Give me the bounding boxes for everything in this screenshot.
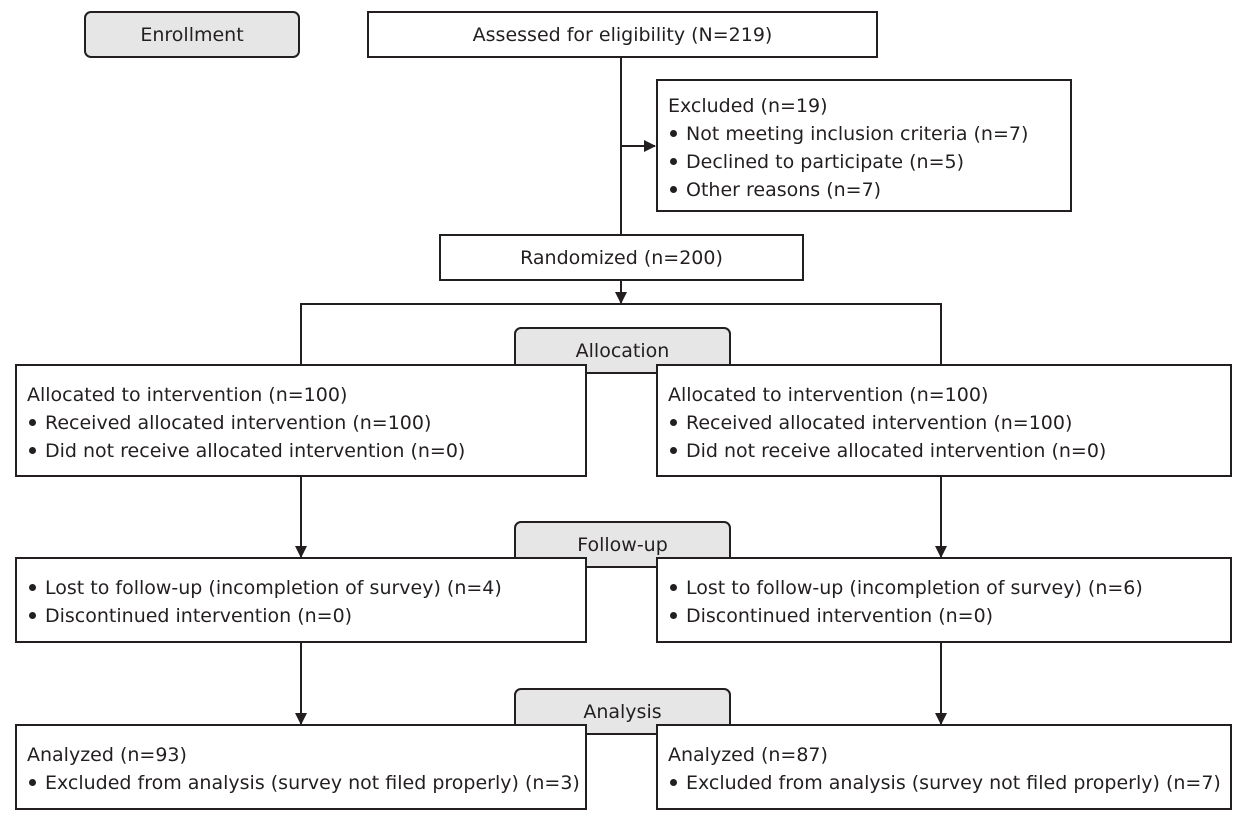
right-allocation-item-text: Received allocated intervention (n=100) [686,412,1073,434]
excluded-item: Other reasons (n=7) [668,176,1060,204]
right-allocation-title: Allocated to intervention (n=100) [668,384,989,406]
right-allocation-item: Received allocated intervention (n=100) [668,409,1220,437]
right-followup-item-text: Discontinued intervention (n=0) [686,605,994,627]
left-followup-item-text: Discontinued intervention (n=0) [45,605,353,627]
right-followup-item-text: Lost to follow-up (incompletion of surve… [686,577,1143,599]
bullet-icon [29,447,36,454]
randomized-box: Randomized (n=200) [439,234,804,281]
stage-enrollment: Enrollment [84,11,300,58]
bullet-icon [670,130,677,137]
right-analysis-title: Analyzed (n=87) [668,744,828,766]
excluded-item-text: Declined to participate (n=5) [686,151,964,173]
right-analysis-item: Excluded from analysis (survey not filed… [668,769,1221,797]
excluded-box: Excluded (n=19) Not meeting inclusion cr… [656,79,1072,212]
left-analysis-item: Excluded from analysis (survey not filed… [27,769,580,797]
assessed-box: Assessed for eligibility (N=219) [367,11,878,58]
excluded-item: Not meeting inclusion criteria (n=7) [668,120,1060,148]
stage-enrollment-label: Enrollment [140,23,244,46]
randomized-label: Randomized (n=200) [520,246,723,269]
bullet-icon [670,612,677,619]
left-analysis-box: Analyzed (n=93) Excluded from analysis (… [15,724,587,810]
left-allocation-box: Allocated to intervention (n=100) Receiv… [15,364,587,477]
bullet-icon [29,419,36,426]
right-allocation-item-text: Did not receive allocated intervention (… [686,440,1107,462]
stage-allocation-label: Allocation [575,339,670,362]
left-allocation-item: Did not receive allocated intervention (… [27,437,575,465]
excluded-title: Excluded (n=19) [668,95,828,117]
left-followup-item: Lost to follow-up (incompletion of surve… [27,574,575,602]
bullet-icon [670,158,677,165]
bullet-icon [29,779,36,786]
assessed-label: Assessed for eligibility (N=219) [472,23,773,46]
stage-followup-label: Follow-up [577,533,668,556]
right-followup-box: Lost to follow-up (incompletion of surve… [656,557,1232,643]
excluded-item-text: Not meeting inclusion criteria (n=7) [686,123,1029,145]
right-analysis-item-text: Excluded from analysis (survey not filed… [686,772,1221,794]
bullet-icon [670,186,677,193]
left-allocation-item-text: Did not receive allocated intervention (… [45,440,466,462]
left-analysis-title: Analyzed (n=93) [27,744,187,766]
right-followup-item: Lost to follow-up (incompletion of surve… [668,574,1220,602]
bullet-icon [29,612,36,619]
bullet-icon [29,584,36,591]
bullet-icon [670,779,677,786]
left-analysis-item-text: Excluded from analysis (survey not filed… [45,772,580,794]
left-followup-item: Discontinued intervention (n=0) [27,602,575,630]
left-allocation-item-text: Received allocated intervention (n=100) [45,412,432,434]
bullet-icon [670,447,677,454]
right-analysis-box: Analyzed (n=87) Excluded from analysis (… [656,724,1232,810]
connector-split-left [300,303,621,365]
left-followup-box: Lost to follow-up (incompletion of surve… [15,557,587,643]
excluded-item-text: Other reasons (n=7) [686,179,882,201]
left-allocation-title: Allocated to intervention (n=100) [27,384,348,406]
right-allocation-box: Allocated to intervention (n=100) Receiv… [656,364,1232,477]
connector-split-right [621,303,942,365]
right-allocation-item: Did not receive allocated intervention (… [668,437,1220,465]
left-followup-item-text: Lost to follow-up (incompletion of surve… [45,577,502,599]
stage-analysis-label: Analysis [583,700,662,723]
bullet-icon [670,419,677,426]
excluded-item: Declined to participate (n=5) [668,148,1060,176]
left-allocation-item: Received allocated intervention (n=100) [27,409,575,437]
right-followup-item: Discontinued intervention (n=0) [668,602,1220,630]
bullet-icon [670,584,677,591]
